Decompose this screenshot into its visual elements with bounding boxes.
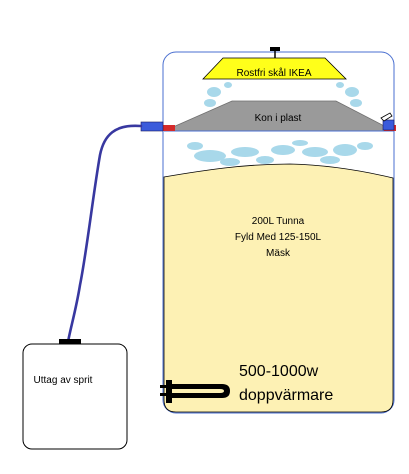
heater-label-line-2: doppvärmare [239,387,333,404]
right-outlet [382,119,395,131]
barrel-label-line-1: 200L Tunna [252,216,305,227]
spirit-outlet-port [140,121,164,132]
immersion-heater [160,380,230,403]
steam-band [187,140,373,166]
bowl-label: Rostfri skål IKEA [236,67,311,79]
valve-icon [380,112,393,122]
cone-label: Kon i plast [255,113,302,124]
heater-label-line-1: 500-1000w [239,363,319,380]
mash-fill [163,163,394,413]
lid-handle [270,47,280,58]
barrel-label-line-3: Mäsk [266,248,291,259]
barrel-label-line-2: Fyld Med 125-150L [235,232,322,243]
collector-container [22,343,128,450]
collector-label: Uttag av sprit [34,375,93,386]
collection-tube [66,124,143,344]
collector-cap [59,339,81,344]
steel-bowl [202,57,347,80]
steam-upper [204,82,362,107]
cone-seal-left [163,125,175,131]
